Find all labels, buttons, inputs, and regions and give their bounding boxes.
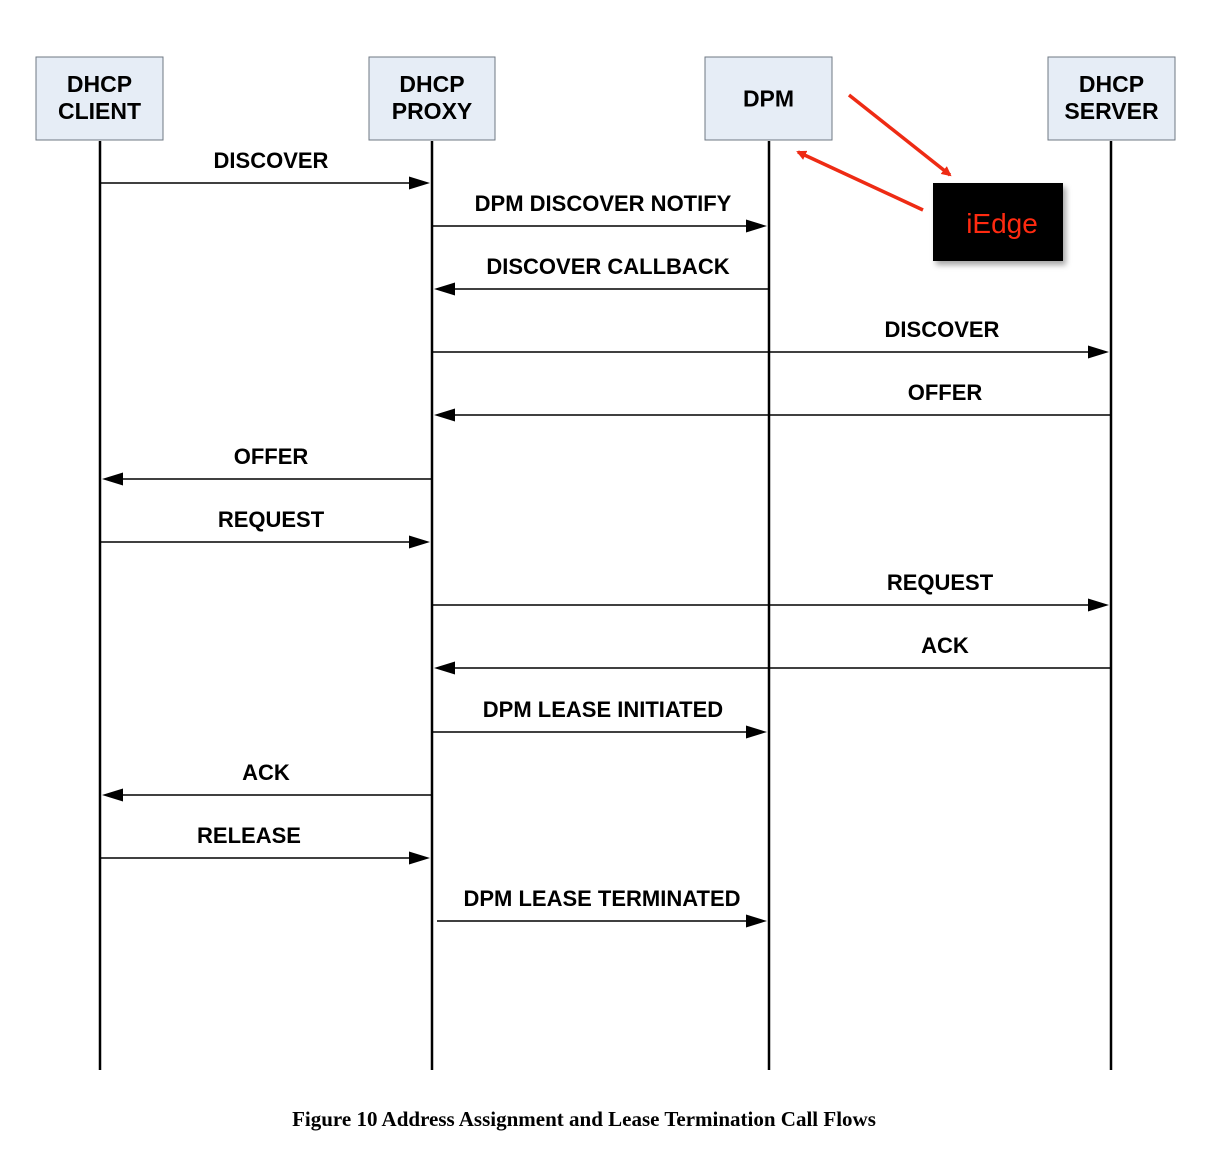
message-label: REQUEST bbox=[887, 570, 994, 595]
message: OFFER bbox=[434, 380, 1111, 422]
message: REQUEST bbox=[432, 570, 1109, 612]
message: ACK bbox=[102, 760, 432, 802]
message-arrowhead bbox=[409, 851, 430, 865]
message: RELEASE bbox=[100, 823, 430, 865]
participant-box bbox=[704, 56, 833, 141]
message: OFFER bbox=[102, 444, 432, 486]
iedge-label: iEdge bbox=[966, 208, 1038, 239]
message-label: ACK bbox=[921, 633, 969, 658]
message: DPM LEASE TERMINATED bbox=[437, 886, 767, 928]
message-label: ACK bbox=[242, 760, 290, 785]
message-label: RELEASE bbox=[197, 823, 301, 848]
participant-box bbox=[1047, 56, 1176, 141]
participant-label: DHCP bbox=[1079, 71, 1144, 97]
participant-label: SERVER bbox=[1064, 98, 1159, 124]
iedge-box bbox=[933, 183, 1063, 261]
message-label: OFFER bbox=[234, 444, 309, 469]
message-label: DPM LEASE TERMINATED bbox=[463, 886, 740, 911]
participant-label: DHCP bbox=[67, 71, 132, 97]
message-arrowhead bbox=[746, 219, 767, 233]
message-arrowhead bbox=[409, 176, 430, 190]
callout-arrow-to-box bbox=[847, 93, 952, 177]
message-label: DISCOVER bbox=[885, 317, 1000, 342]
callout-arrow-to-dpm bbox=[796, 150, 924, 212]
message: DPM DISCOVER NOTIFY bbox=[432, 191, 767, 233]
message: DISCOVER CALLBACK bbox=[434, 254, 769, 296]
participant-label: CLIENT bbox=[58, 98, 141, 124]
participant-box bbox=[368, 56, 496, 141]
participant-label: PROXY bbox=[392, 98, 473, 124]
message-arrowhead bbox=[1088, 345, 1109, 359]
message-arrowhead bbox=[102, 788, 123, 802]
message-arrowhead bbox=[746, 914, 767, 928]
messages: DISCOVER DPM DISCOVER NOTIFY DISCOVER CALL… bbox=[100, 148, 1111, 928]
participant-label: DHCP bbox=[399, 71, 464, 97]
message: DISCOVER bbox=[432, 317, 1109, 359]
message-arrowhead bbox=[409, 535, 430, 549]
message: DPM LEASE INITIATED bbox=[432, 697, 767, 739]
message-label: DPM LEASE INITIATED bbox=[483, 697, 723, 722]
iedge-callout: iEdge bbox=[796, 93, 1063, 261]
message: REQUEST bbox=[100, 507, 430, 549]
message: ACK bbox=[434, 633, 1111, 675]
figure-caption: Figure 10 Address Assignment and Lease T… bbox=[292, 1107, 876, 1131]
message-arrowhead bbox=[434, 408, 455, 422]
participant-box bbox=[35, 56, 164, 141]
message-arrowhead bbox=[434, 282, 455, 296]
message: DISCOVER bbox=[100, 148, 430, 190]
message-label: DISCOVER bbox=[214, 148, 329, 173]
message-arrowhead bbox=[434, 661, 455, 675]
participant-label: DPM bbox=[743, 86, 794, 112]
message-arrowhead bbox=[746, 725, 767, 739]
message-arrowhead bbox=[1088, 598, 1109, 612]
message-label: REQUEST bbox=[218, 507, 325, 532]
message-label: DPM DISCOVER NOTIFY bbox=[475, 191, 732, 216]
message-label: OFFER bbox=[908, 380, 983, 405]
message-label: DISCOVER CALLBACK bbox=[486, 254, 729, 279]
message-arrowhead bbox=[102, 472, 123, 486]
